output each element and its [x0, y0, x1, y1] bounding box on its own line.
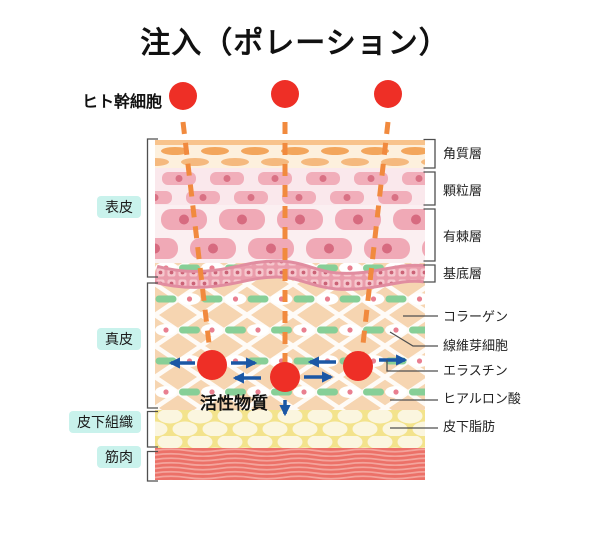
- active-substance-droplet-2: [270, 362, 300, 392]
- annotation-basal-layer: 基底層: [443, 266, 483, 281]
- active-substance-droplet-3: [343, 351, 373, 381]
- bracket-granular: [423, 171, 436, 206]
- annotation-fibroblast: 線維芽細胞: [443, 338, 509, 353]
- annotation-spinous-layer: 有棘層: [443, 229, 483, 244]
- stem-cell-droplets: [169, 80, 402, 110]
- epidermis-layer: [155, 140, 425, 263]
- tissue-label-dermis: 真皮: [97, 328, 141, 350]
- injection-path-3: [359, 121, 391, 354]
- stem-cell-droplet-2: [271, 80, 299, 108]
- annotation-collagen: コラーゲン: [443, 309, 509, 324]
- bracket-spinous: [423, 208, 436, 262]
- subcutaneous-fat-layer: [155, 410, 425, 448]
- injection-dashed-lines: [180, 121, 391, 364]
- stem-cell-droplet-3: [374, 80, 402, 108]
- bracket-stratum-corneum: [423, 138, 436, 169]
- injection-path-1: [180, 121, 213, 353]
- stratum-corneum: [155, 145, 425, 168]
- annotation-elastin: エラスチン: [443, 363, 508, 378]
- tissue-label-epidermis: 表皮: [97, 196, 141, 218]
- muscle-layer: [155, 448, 425, 480]
- stem-cell-droplet-1: [169, 82, 197, 110]
- annotation-subcutaneous-fat: 皮下脂肪: [443, 419, 496, 434]
- bracket-basal: [423, 264, 436, 283]
- active-substance-label: 活性物質: [200, 394, 268, 413]
- diagram-title: 注入（ポレーション）: [140, 27, 450, 60]
- tissue-label-muscle: 筋肉: [97, 446, 141, 468]
- stem-cell-label: ヒト幹細胞: [81, 94, 162, 111]
- basal-layer: [155, 259, 425, 291]
- skin-surface: [155, 140, 425, 145]
- tissue-label-subcutaneous: 皮下組織: [69, 411, 141, 433]
- annotation-granular-layer: 顆粒層: [443, 183, 483, 198]
- active-substance-droplets: [197, 350, 373, 392]
- skin-cross-section-illustration: [155, 80, 425, 480]
- annotation-stratum-corneum: 角質層: [443, 146, 483, 161]
- active-substance-droplet-1: [197, 350, 227, 380]
- annotation-hyaluronic-acid: ヒアルロン酸: [443, 391, 521, 406]
